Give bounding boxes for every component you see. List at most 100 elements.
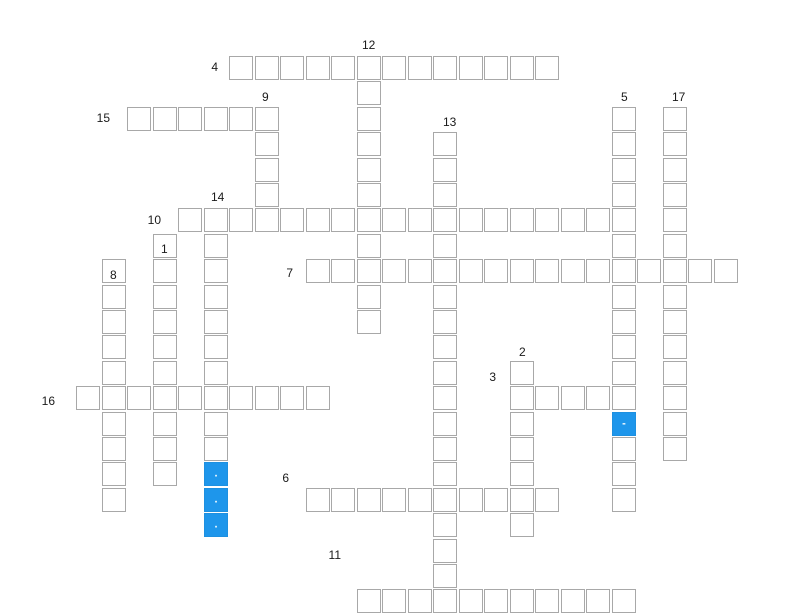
crossword-cell[interactable] <box>612 107 636 131</box>
crossword-cell[interactable] <box>433 259 457 283</box>
crossword-cell[interactable] <box>612 386 636 410</box>
crossword-cell[interactable] <box>433 437 457 461</box>
crossword-cell[interactable] <box>306 488 330 512</box>
crossword-cell[interactable] <box>484 589 508 613</box>
crossword-cell[interactable] <box>102 386 126 410</box>
crossword-cell[interactable] <box>357 183 381 207</box>
crossword-cell[interactable] <box>612 158 636 182</box>
crossword-cell[interactable] <box>535 56 559 80</box>
crossword-cell[interactable] <box>535 208 559 232</box>
crossword-cell[interactable] <box>459 259 483 283</box>
crossword-cell[interactable] <box>357 81 381 105</box>
crossword-cell[interactable] <box>612 285 636 309</box>
crossword-cell[interactable] <box>153 412 177 436</box>
crossword-cell[interactable] <box>510 361 534 385</box>
crossword-cell[interactable] <box>408 208 432 232</box>
crossword-cell[interactable] <box>153 259 177 283</box>
crossword-cell[interactable] <box>663 310 687 334</box>
crossword-cell[interactable] <box>408 589 432 613</box>
crossword-cell[interactable] <box>280 208 304 232</box>
crossword-cell[interactable] <box>433 513 457 537</box>
crossword-cell[interactable] <box>153 437 177 461</box>
crossword-cell[interactable] <box>153 361 177 385</box>
crossword-cell[interactable] <box>178 208 202 232</box>
crossword-cell[interactable] <box>663 158 687 182</box>
crossword-cell[interactable] <box>612 259 636 283</box>
crossword-cell[interactable] <box>357 132 381 156</box>
crossword-cell[interactable] <box>433 564 457 588</box>
crossword-cell[interactable] <box>433 285 457 309</box>
crossword-cell[interactable] <box>204 310 228 334</box>
crossword-cell[interactable] <box>255 132 279 156</box>
crossword-cell[interactable] <box>510 513 534 537</box>
crossword-cell[interactable] <box>586 386 610 410</box>
crossword-cell[interactable] <box>255 107 279 131</box>
crossword-cell[interactable] <box>612 234 636 258</box>
crossword-cell[interactable] <box>433 56 457 80</box>
crossword-cell[interactable] <box>102 310 126 334</box>
crossword-cell[interactable] <box>586 589 610 613</box>
crossword-cell[interactable] <box>229 386 253 410</box>
crossword-cell[interactable] <box>510 208 534 232</box>
crossword-cell[interactable] <box>510 589 534 613</box>
crossword-cell[interactable] <box>510 488 534 512</box>
crossword-cell[interactable] <box>586 259 610 283</box>
crossword-cell[interactable] <box>433 310 457 334</box>
crossword-cell[interactable] <box>357 285 381 309</box>
crossword-cell[interactable] <box>127 107 151 131</box>
crossword-cell[interactable] <box>153 462 177 486</box>
crossword-cell[interactable] <box>663 259 687 283</box>
crossword-cell[interactable] <box>204 412 228 436</box>
crossword-cell[interactable] <box>382 488 406 512</box>
crossword-cell[interactable] <box>102 488 126 512</box>
crossword-cell[interactable] <box>382 589 406 613</box>
crossword-cell[interactable] <box>586 208 610 232</box>
crossword-cell[interactable] <box>433 132 457 156</box>
crossword-cell[interactable] <box>433 361 457 385</box>
crossword-cell[interactable] <box>612 589 636 613</box>
crossword-cell[interactable] <box>663 386 687 410</box>
crossword-cell[interactable] <box>433 488 457 512</box>
crossword-cell[interactable] <box>459 56 483 80</box>
crossword-cell[interactable] <box>102 437 126 461</box>
crossword-cell[interactable] <box>510 386 534 410</box>
crossword-cell[interactable] <box>663 107 687 131</box>
crossword-cell[interactable] <box>255 386 279 410</box>
crossword-cell[interactable] <box>357 208 381 232</box>
crossword-cell[interactable] <box>357 107 381 131</box>
crossword-cell[interactable] <box>510 437 534 461</box>
crossword-cell[interactable] <box>663 234 687 258</box>
crossword-cell[interactable] <box>663 208 687 232</box>
crossword-cell[interactable] <box>510 56 534 80</box>
crossword-cell[interactable] <box>484 56 508 80</box>
crossword-cell[interactable] <box>102 335 126 359</box>
crossword-cell[interactable] <box>306 386 330 410</box>
crossword-cell[interactable] <box>153 386 177 410</box>
crossword-cell[interactable] <box>612 310 636 334</box>
crossword-cell[interactable] <box>153 107 177 131</box>
crossword-cell[interactable] <box>280 56 304 80</box>
crossword-cell[interactable] <box>561 208 585 232</box>
crossword-cell[interactable] <box>612 335 636 359</box>
crossword-cell-filled[interactable]: - <box>612 412 636 436</box>
crossword-cell[interactable] <box>535 589 559 613</box>
crossword-cell[interactable] <box>484 259 508 283</box>
crossword-cell[interactable] <box>433 539 457 563</box>
crossword-cell[interactable] <box>76 386 100 410</box>
crossword-cell[interactable] <box>357 589 381 613</box>
crossword-cell[interactable] <box>204 259 228 283</box>
crossword-cell[interactable] <box>357 56 381 80</box>
crossword-cell[interactable] <box>612 361 636 385</box>
crossword-cell[interactable] <box>688 259 712 283</box>
crossword-cell[interactable] <box>204 107 228 131</box>
crossword-cell[interactable] <box>153 234 177 258</box>
crossword-cell[interactable] <box>561 589 585 613</box>
crossword-cell[interactable] <box>204 335 228 359</box>
crossword-cell[interactable] <box>229 107 253 131</box>
crossword-cell[interactable] <box>204 234 228 258</box>
crossword-cell[interactable] <box>229 56 253 80</box>
crossword-cell[interactable] <box>612 462 636 486</box>
crossword-cell[interactable] <box>280 386 304 410</box>
crossword-cell[interactable] <box>382 208 406 232</box>
